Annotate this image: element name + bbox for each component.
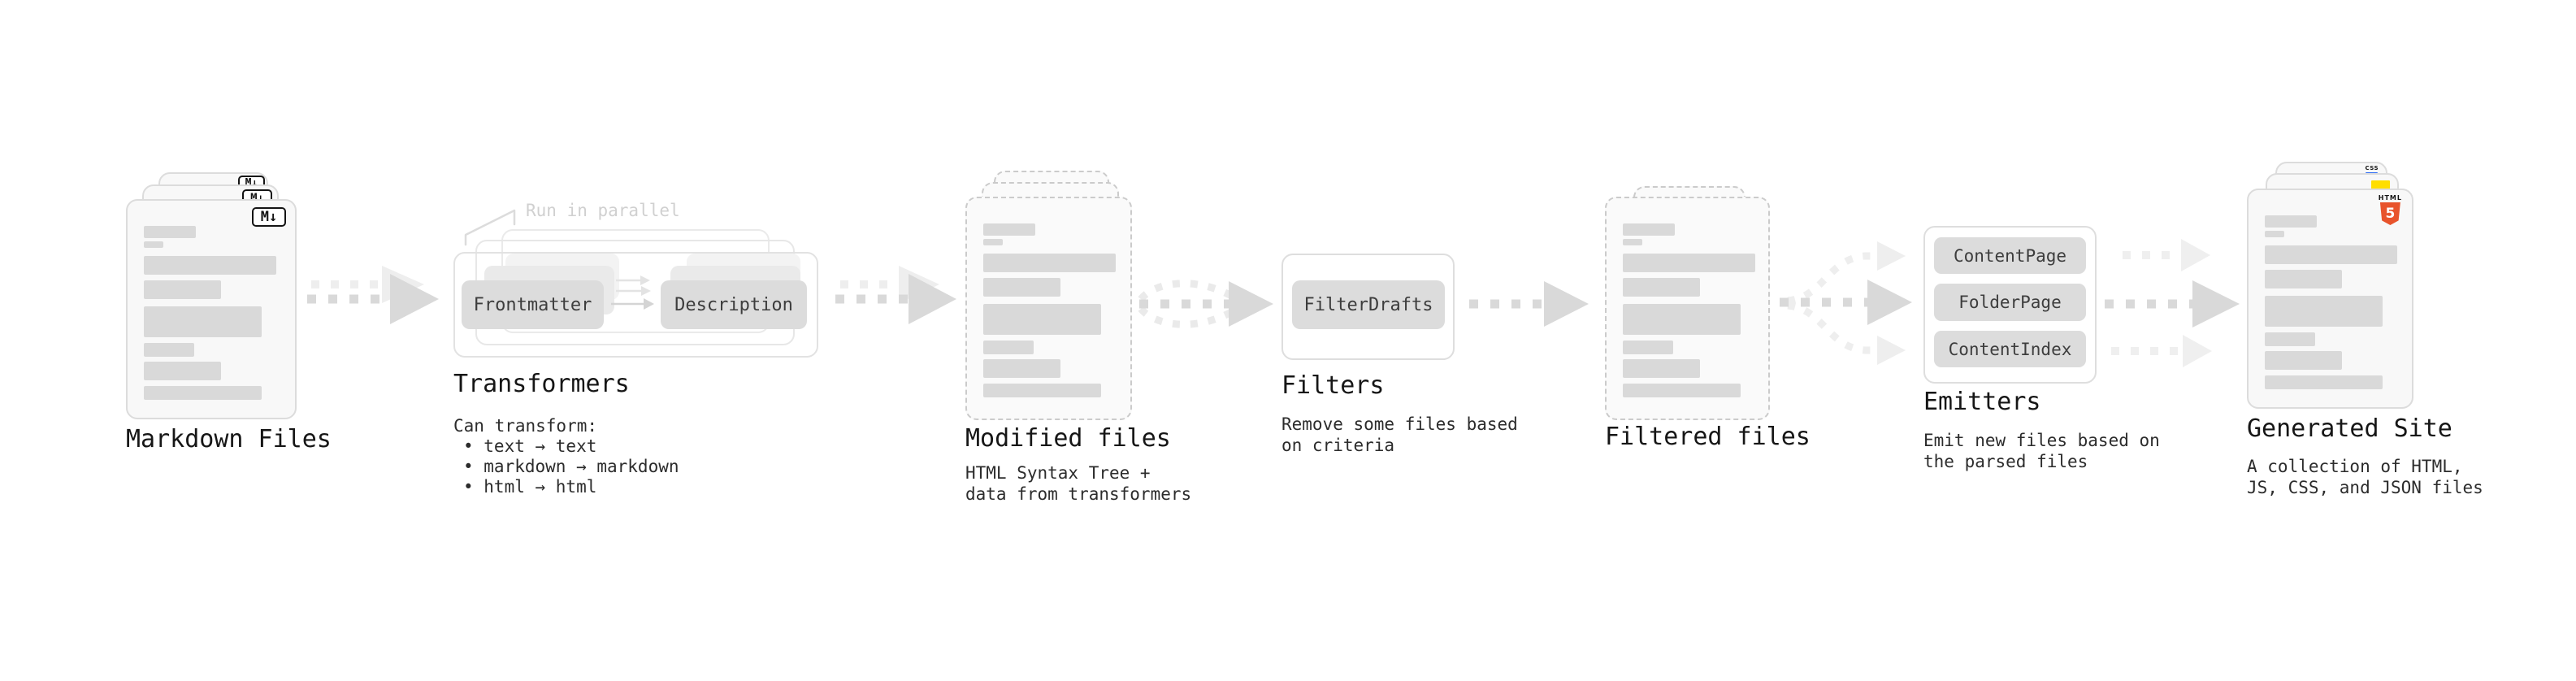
folderpage-chip: FolderPage xyxy=(1934,284,2086,321)
transformers-bullet: • html → html xyxy=(463,477,597,497)
doc-content-bar xyxy=(144,226,196,238)
arrow-emitters-to-site xyxy=(2105,239,2240,367)
doc-content-bar xyxy=(2265,351,2342,370)
doc-content-bar xyxy=(1623,278,1700,297)
doc-content-bar xyxy=(2265,375,2383,389)
transformers-description: Can transform: • text → text • markdown … xyxy=(453,415,679,497)
contentindex-chip: ContentIndex xyxy=(1934,331,2086,367)
doc-content-bar xyxy=(983,278,1060,297)
arrow-markdown-to-transformers xyxy=(307,266,439,324)
emitters-description: Emit new files based on the parsed files xyxy=(1923,431,2160,471)
doc-content-bar xyxy=(144,343,194,357)
markdown-doc-front: M↓ xyxy=(126,199,297,419)
doc-content-bar xyxy=(2265,215,2317,228)
doc-content-bar xyxy=(2265,270,2342,288)
filtered-doc-front xyxy=(1605,197,1770,420)
doc-content-bar xyxy=(1623,340,1673,354)
markdown-icon: M↓ xyxy=(252,207,286,227)
doc-content-bar xyxy=(983,384,1101,397)
doc-content-bar xyxy=(2265,245,2397,264)
modified-files-label: Modified files xyxy=(965,424,1171,453)
emitters-label: Emitters xyxy=(1923,388,2041,416)
doc-content-bar xyxy=(983,254,1116,272)
filters-label: Filters xyxy=(1281,371,1385,400)
transformers-frame-front xyxy=(453,252,818,358)
arrow-filtered-to-emitters xyxy=(1780,241,1912,365)
doc-content-bar xyxy=(1623,254,1755,272)
doc-content-bar xyxy=(1623,223,1675,236)
frontmatter-chip: Frontmatter xyxy=(462,280,604,329)
modified-doc-front xyxy=(965,197,1132,420)
doc-content-bar xyxy=(144,241,163,248)
doc-content-bar xyxy=(144,306,262,337)
doc-content-bar xyxy=(2265,231,2284,237)
arrow-filters-to-filtered xyxy=(1469,281,1589,327)
run-in-parallel-annotation: Run in parallel xyxy=(526,201,680,220)
description-chip: Description xyxy=(661,280,807,329)
doc-content-bar xyxy=(144,386,262,400)
html5-icon: HTML 5 xyxy=(2379,194,2402,225)
doc-content-bar xyxy=(983,304,1101,335)
transformers-bullet: • text → text xyxy=(463,436,597,456)
doc-content-bar xyxy=(983,359,1060,378)
doc-content-bar xyxy=(1623,304,1741,335)
generated-site-description: A collection of HTML, JS, CSS, and JSON … xyxy=(2247,457,2483,497)
js-file-icon xyxy=(2371,180,2390,189)
modified-files-description: HTML Syntax Tree + data from transformer… xyxy=(965,463,1192,504)
doc-content-bar xyxy=(983,340,1034,354)
filters-description: Remove some files based on criteria xyxy=(1281,414,1518,455)
markdown-files-label: Markdown Files xyxy=(126,425,332,453)
doc-content-bar xyxy=(2265,296,2383,327)
doc-content-bar xyxy=(1623,359,1700,378)
doc-content-bar xyxy=(144,280,221,299)
transformers-bullet: • markdown → markdown xyxy=(463,457,679,476)
transformers-label: Transformers xyxy=(453,370,630,398)
contentpage-chip: ContentPage xyxy=(1934,237,2086,274)
arrow-transformers-to-modified xyxy=(835,266,956,324)
arrow-modified-to-filters xyxy=(1138,280,1273,328)
doc-content-bar xyxy=(1623,384,1741,397)
filterdrafts-chip: FilterDrafts xyxy=(1292,280,1445,329)
doc-content-bar xyxy=(144,362,221,380)
doc-content-bar xyxy=(1623,239,1642,245)
doc-content-bar xyxy=(144,256,276,275)
filtered-files-label: Filtered files xyxy=(1605,423,1811,451)
site-doc-front: HTML 5 xyxy=(2247,189,2413,409)
generated-site-label: Generated Site xyxy=(2247,414,2452,443)
doc-content-bar xyxy=(2265,332,2315,346)
transformers-desc-title: Can transform: xyxy=(453,416,598,436)
doc-content-bar xyxy=(983,223,1035,236)
doc-content-bar xyxy=(983,239,1003,245)
